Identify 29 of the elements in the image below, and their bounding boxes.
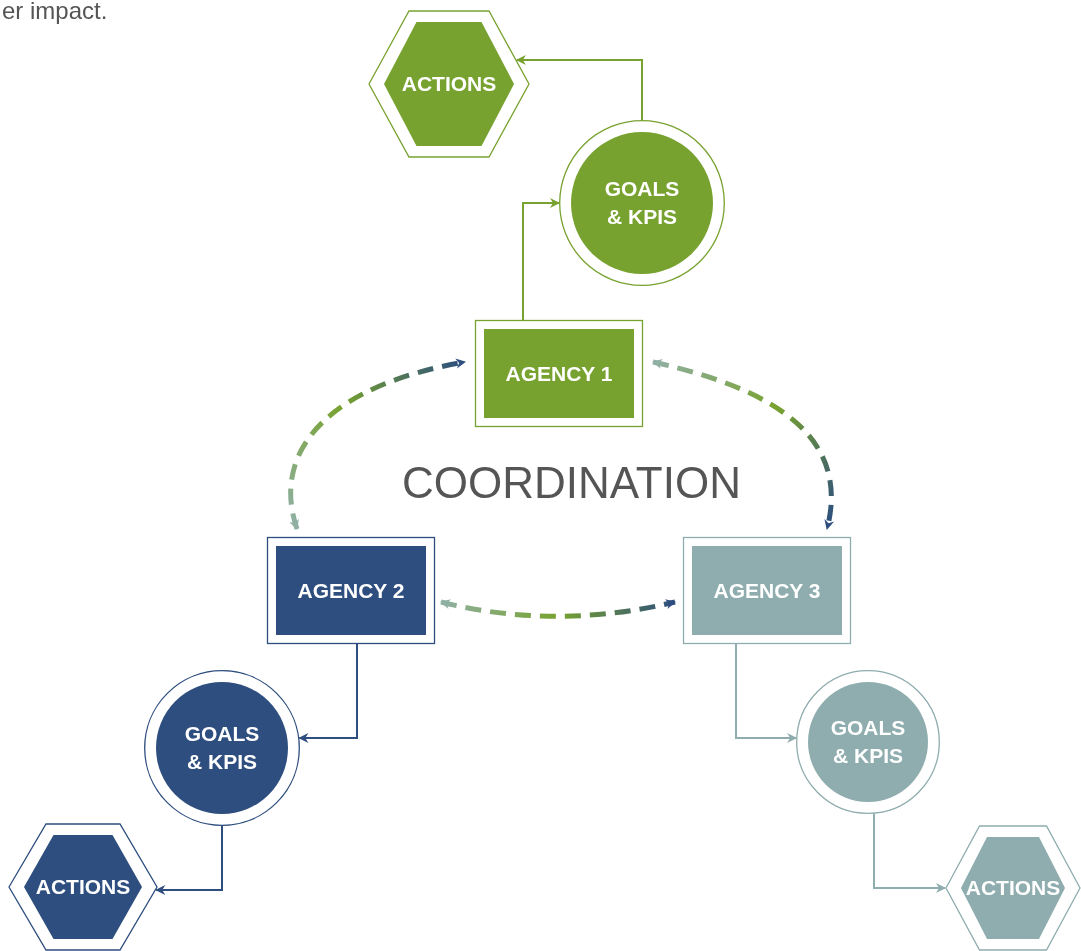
arrow xyxy=(515,55,643,121)
dashed-arrow xyxy=(440,599,676,619)
arrow xyxy=(298,643,358,743)
agency-box xyxy=(475,320,643,427)
arrow xyxy=(873,812,946,893)
goals-circle xyxy=(796,670,940,814)
node-label: ACTIONS xyxy=(964,874,1062,901)
node-label: GOALS & KPIS xyxy=(183,720,261,775)
node-label: AGENCY 1 xyxy=(504,360,614,387)
goals-circle xyxy=(144,670,300,826)
agency-box xyxy=(683,537,851,644)
arrow xyxy=(522,198,560,321)
body-text: er impact. xyxy=(2,0,108,25)
agency-box xyxy=(267,537,435,644)
actions-hexagon xyxy=(368,10,530,158)
actions-hexagon xyxy=(945,825,1081,951)
arrow xyxy=(155,825,223,895)
node-label: AGENCY 3 xyxy=(712,577,822,604)
node-label: GOALS & KPIS xyxy=(603,175,681,230)
node-label: AGENCY 2 xyxy=(296,577,406,604)
actions-hexagon xyxy=(8,823,158,951)
goals-circle xyxy=(559,120,725,286)
arrow xyxy=(735,643,798,743)
node-label: ACTIONS xyxy=(400,70,498,97)
node-label: GOALS & KPIS xyxy=(829,714,907,769)
dashed-arrow xyxy=(288,358,466,530)
dashed-arrow xyxy=(652,359,834,530)
center-label: COORDINATION xyxy=(402,458,741,508)
node-label: ACTIONS xyxy=(34,873,132,900)
